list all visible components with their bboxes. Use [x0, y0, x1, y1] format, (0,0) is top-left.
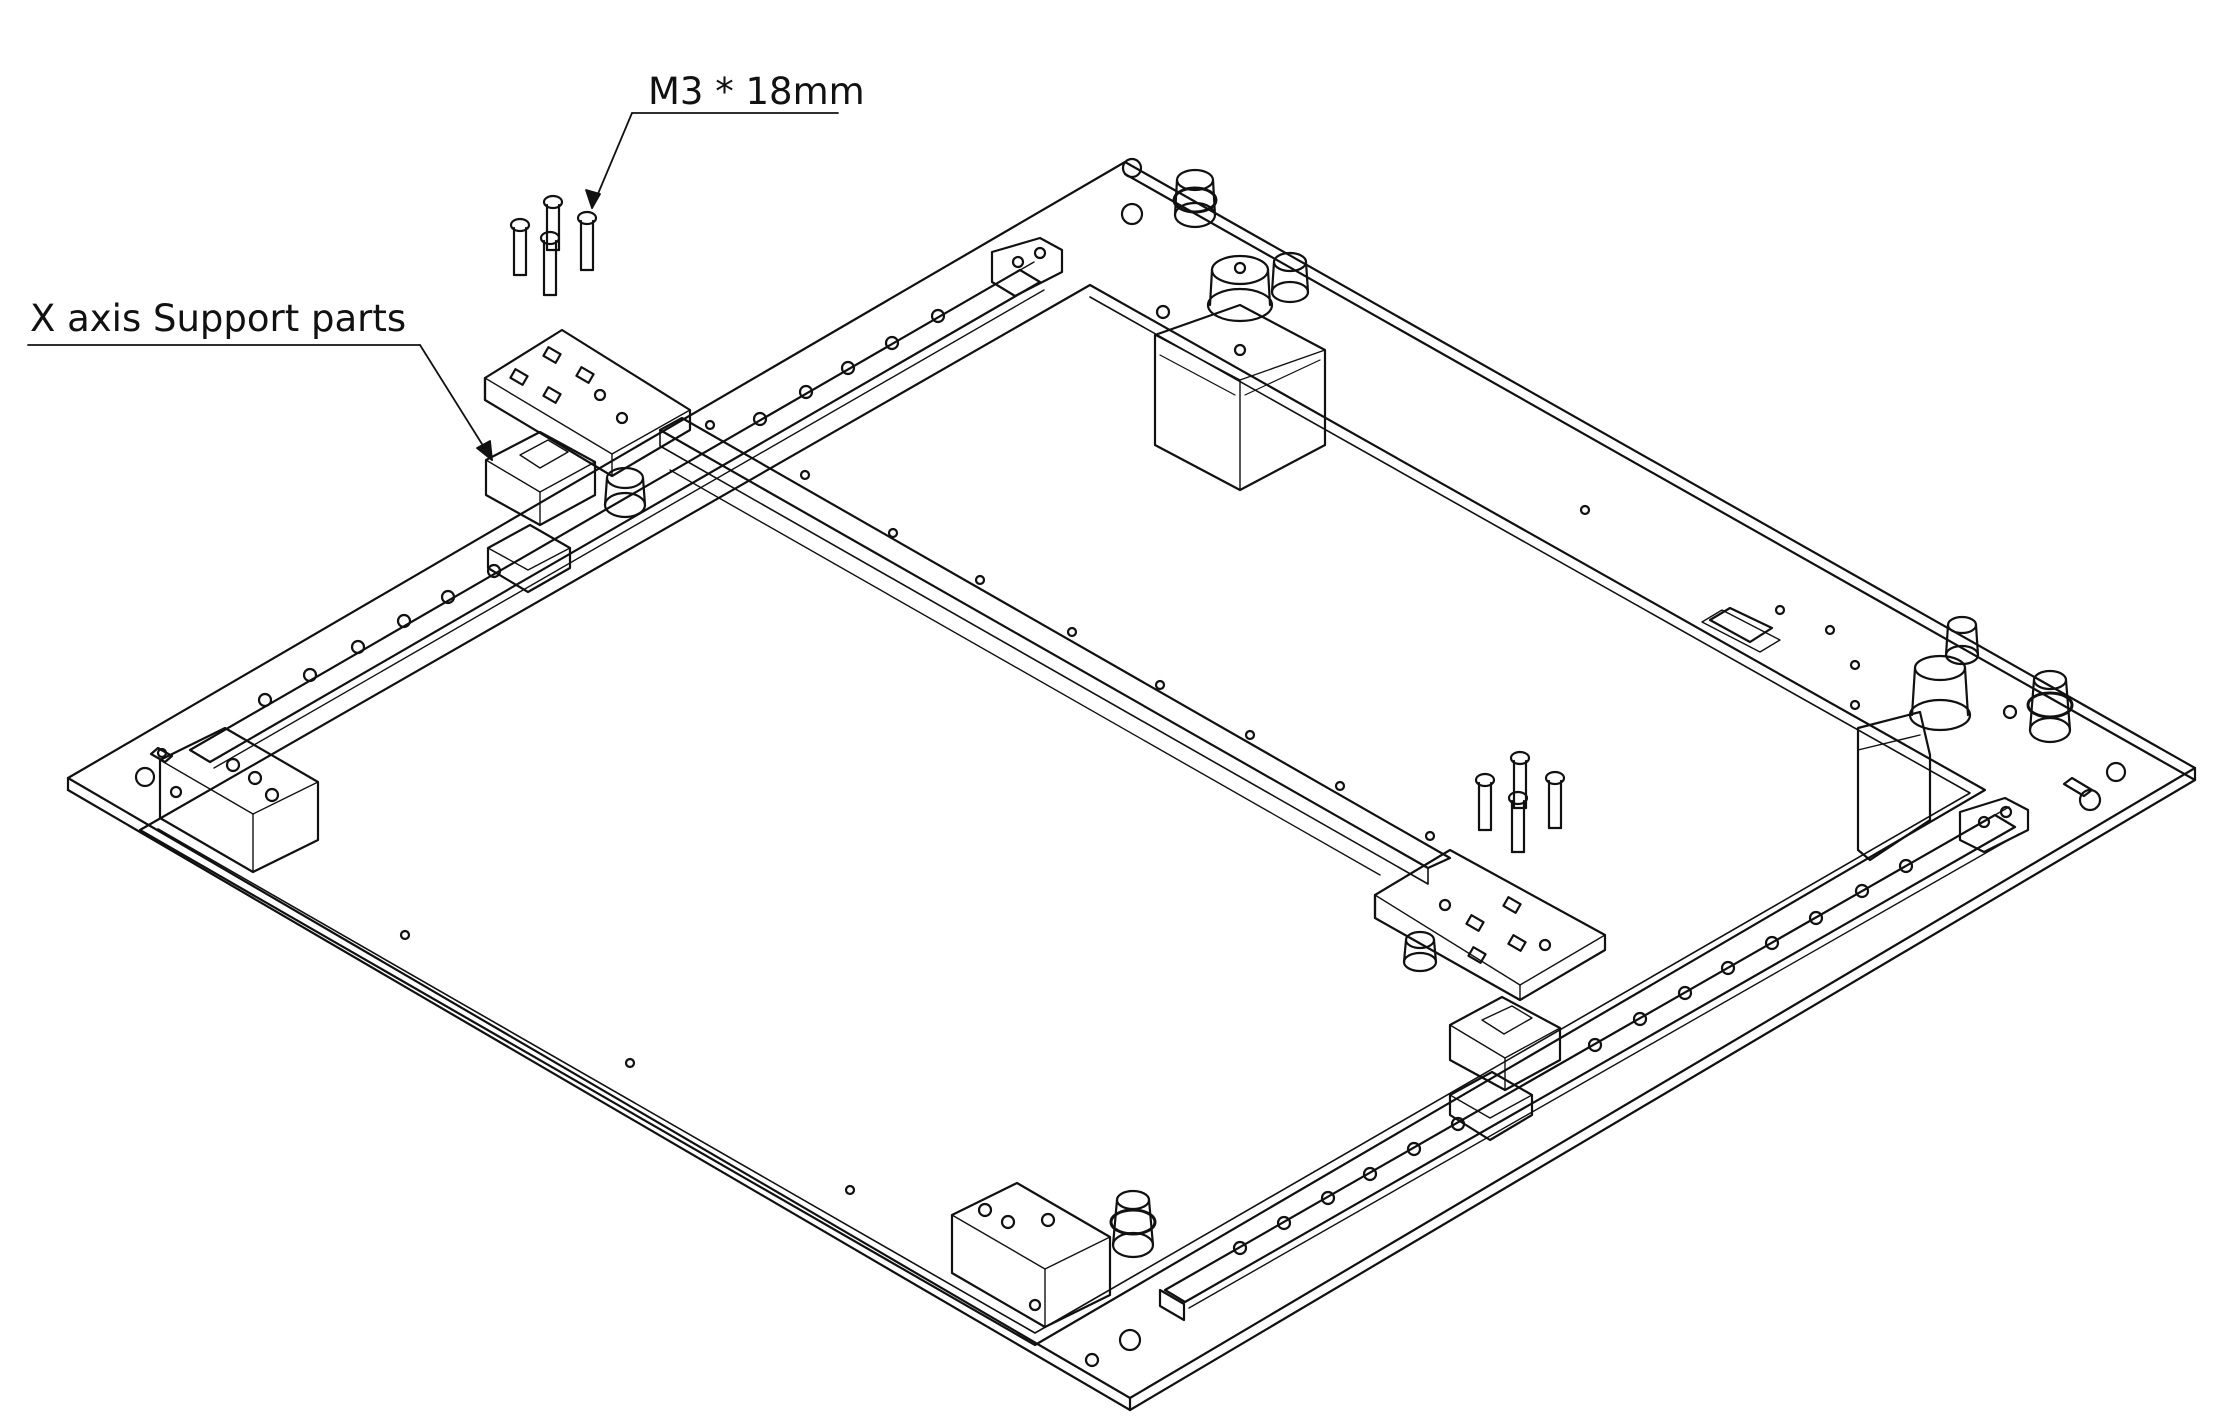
- x-axis-gantry-beam: [658, 416, 1452, 885]
- carriage-block-right: [1448, 995, 1562, 1142]
- pulley-x-left: [603, 466, 647, 519]
- rail-end-stop-top: [990, 236, 1064, 298]
- rail-end-stop-right: [1958, 796, 2030, 854]
- screw-group-right: [1474, 750, 1566, 854]
- endstop-slot-left: [149, 746, 174, 764]
- pulley-top-right: [1270, 251, 1310, 304]
- pulley-bottom: [1109, 1189, 1157, 1259]
- base-plate: [66, 160, 2197, 1412]
- leader-x-axis-support: [27, 344, 493, 461]
- corner-block-bottom: [950, 1181, 1112, 1329]
- stepper-motor-top: [1153, 303, 1327, 492]
- pulley-right-upper: [1944, 615, 1980, 666]
- screw-group-top: [509, 194, 598, 297]
- x-axis-support-plate-left: [483, 328, 692, 478]
- pulley-top-left: [1172, 168, 1218, 229]
- mounting-holes: [134, 157, 2127, 1368]
- x-axis-support-plate-right: [1373, 848, 1607, 1002]
- screw-spec-label: M3 * 18mm: [648, 70, 865, 113]
- rail-end-stop-bottom: [1158, 1288, 1186, 1322]
- pulley-top-motor: [1206, 254, 1274, 323]
- pulley-right-outer: [2026, 669, 2074, 744]
- stepper-motor-right: [1856, 710, 1932, 862]
- linear-rail-right: [1163, 806, 2020, 1309]
- pulley-right-motor: [1908, 654, 1972, 732]
- corner-block-left: [158, 726, 320, 874]
- pulley-x-right: [1402, 930, 1438, 973]
- endstop-slot-right: [1701, 606, 2094, 798]
- frame-opening: [138, 283, 1987, 1347]
- x-axis-support-label: X axis Support parts: [30, 297, 407, 340]
- leader-screw-spec: [585, 112, 839, 209]
- carriage-block-left: [484, 430, 597, 594]
